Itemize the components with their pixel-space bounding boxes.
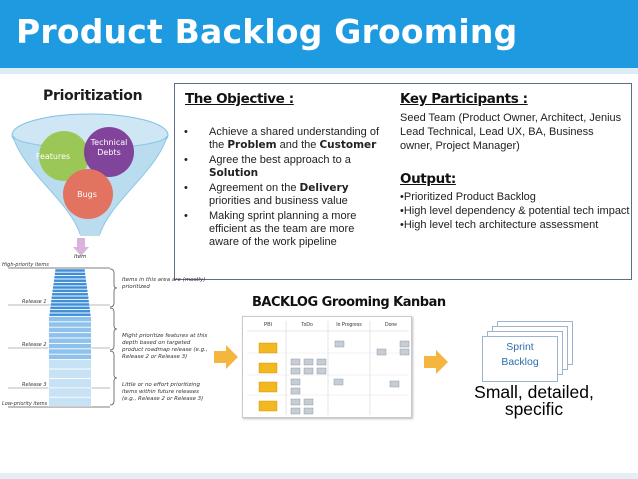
backlog-item-block (48, 348, 92, 355)
kanban-card (258, 362, 278, 374)
output-list: •Prioritized Product Backlog •High level… (400, 190, 630, 232)
page-title: Product Backlog Grooming (16, 12, 518, 51)
backlog-item-block (48, 368, 92, 379)
backlog-item-block (51, 292, 89, 297)
backlog-note-1: Items in this area are (mostly) prioriti… (122, 277, 206, 290)
item-label: Item (74, 254, 87, 260)
right-arrow-icon (424, 350, 448, 374)
backlog-item-block (48, 321, 92, 328)
output-heading: Output: (400, 171, 456, 187)
backlog-item-block (48, 327, 92, 333)
bugs-circle (63, 169, 113, 219)
kanban-column-header: ToDo (301, 322, 313, 328)
prioritization-funnel (11, 113, 169, 236)
list-item: •Agree the best approach to a Solution (184, 154, 351, 179)
kanban-card (290, 367, 301, 375)
kanban-card (334, 340, 345, 348)
features-label: Features (35, 152, 71, 161)
backlog-item-block (48, 387, 92, 398)
kanban-board: PBI ToDo In Progress Done (242, 316, 412, 418)
release-3-label: Release 3 (22, 382, 47, 388)
kanban-column-header: Done (385, 322, 397, 328)
kanban-column-header: In Progress (336, 322, 362, 328)
low-priority-label: Low-priority items (2, 401, 48, 407)
backlog-item-block (52, 282, 88, 286)
backlog-item-block (48, 337, 92, 344)
sprint-backlog-label: Sprint Backlog (501, 341, 539, 368)
kanban-card (290, 407, 301, 415)
participants-text: Seed Team (Product Owner, Architect, Jen… (400, 112, 622, 152)
backlog-item-block (50, 302, 90, 307)
kanban-card (303, 367, 314, 375)
kanban-card (258, 342, 278, 354)
backlog-item-block (49, 306, 91, 310)
header-bar: Product Backlog Grooming (0, 0, 638, 68)
kanban-card (399, 340, 410, 348)
list-item: •Prioritized Product Backlog (400, 191, 536, 203)
sprint-card-front (482, 336, 558, 382)
backlog-item-block (48, 316, 92, 322)
backlog-item-block (53, 275, 87, 280)
bugs-label: Bugs (77, 190, 97, 199)
backlog-item-block (48, 397, 92, 407)
backlog-stack-figure: Item High-priority items Low-priority it… (2, 254, 118, 408)
objective-heading: The Objective : (185, 91, 294, 107)
kanban-card (258, 381, 278, 393)
backlog-item-block (50, 299, 90, 303)
footer-bar (0, 473, 638, 479)
list-item: •Agreement on the Delivery priorities an… (184, 182, 349, 207)
kanban-card (303, 358, 314, 366)
kanban-card (290, 398, 301, 406)
prioritization-title: Prioritization (43, 88, 143, 104)
right-arrow-icon (214, 345, 238, 369)
kanban-card (316, 358, 327, 366)
kanban-card (290, 378, 301, 386)
kanban-card (258, 400, 278, 412)
backlog-note-2: Might prioritize features at this depth … (122, 333, 208, 360)
kanban-card (376, 348, 387, 356)
release-1-label: Release 1 (22, 299, 47, 305)
objective-list: •Achieve a shared understanding of the P… (181, 126, 387, 251)
backlog-item-block (48, 354, 92, 360)
kanban-card (290, 358, 301, 366)
down-arrow-icon (73, 238, 89, 256)
release-2-label: Release 2 (22, 342, 47, 348)
list-item: •High level dependency & potential tech … (400, 205, 630, 217)
list-item: •High level tech architecture assessment (400, 219, 599, 231)
debts-label: Debts (97, 148, 121, 157)
backlog-item-block (53, 278, 87, 283)
backlog-item-block (48, 359, 92, 370)
technical-debts-circle (84, 127, 134, 177)
kanban-card (303, 407, 314, 415)
backlog-item-block (54, 272, 86, 276)
backlog-item-block (52, 289, 88, 293)
kanban-card (333, 378, 344, 386)
backlog-item-block (48, 343, 92, 349)
kanban-card (290, 387, 301, 395)
backlog-item-block (54, 268, 86, 273)
participants-heading: Key Participants : (400, 91, 528, 107)
technical-label: Technical (90, 138, 128, 147)
kanban-card (399, 348, 410, 356)
kanban-card (303, 398, 314, 406)
kanban-column-header: PBI (263, 322, 273, 328)
backlog-item-block (52, 285, 88, 290)
header-underline (0, 68, 638, 74)
list-item: •Making sprint planning a more efficient… (184, 210, 357, 248)
list-item: •Achieve a shared understanding of the P… (184, 126, 380, 151)
kanban-grid (247, 321, 410, 415)
backlog-note-3: Little or no effort prioritizing items w… (122, 382, 204, 402)
backlog-item-block (48, 378, 92, 388)
features-circle (39, 131, 89, 181)
backlog-item-block (48, 312, 92, 317)
backlog-item-block (48, 332, 92, 339)
sprint-caption: Small, detailed, specific (474, 382, 594, 419)
objective-box: The Objective : •Achieve a shared unders… (174, 83, 632, 280)
backlog-item-block (51, 295, 89, 300)
kanban-title: BACKLOG Grooming Kanban (252, 295, 446, 310)
high-priority-label: High-priority items (2, 262, 49, 268)
kanban-card (389, 380, 400, 388)
backlog-item-block (49, 309, 91, 314)
kanban-card (316, 367, 327, 375)
